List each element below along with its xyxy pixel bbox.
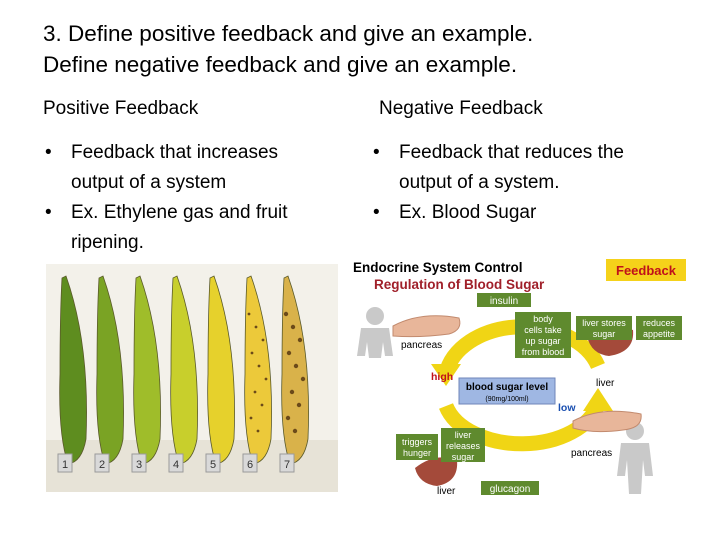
reduces-appetite-box [636,316,682,340]
body-cells-line-4: from blood [522,347,565,357]
blood-sugar-level-box [458,377,556,405]
banana-spot [250,351,254,355]
negative-bullet-example: Ex. Blood Sugar [371,198,681,228]
banana-tag-number: 4 [173,459,179,471]
low-label: low [558,402,576,414]
banana-tag-number: 7 [284,459,290,471]
banana-tag-number: 6 [247,459,253,471]
banana-spot [249,416,253,420]
banana-spot [297,337,303,343]
body-cells-line-2: cells take [524,325,562,335]
liver-label-right: liver [596,378,615,389]
triggers-line-1: triggers [402,437,433,447]
reduces-line-2: appetite [643,329,675,339]
banana-tag [94,453,110,473]
banana-spot [283,311,289,317]
liver-stores-line-1: liver stores [582,318,626,328]
positive-bullets: Feedback that increases output of a syst… [43,138,333,258]
banana-spot [264,377,268,381]
banana-tag [131,453,147,473]
body-cells-box [515,312,571,358]
banana-spot [292,428,298,434]
banana-spot [296,402,302,408]
pancreas-icon-top [392,315,461,338]
banana-spot [293,363,299,369]
banana-tag [279,453,295,473]
banana-spot [254,325,258,329]
body-cells-line-1: body [533,314,553,324]
positive-bullet-example: Ex. Ethylene gas and fruit ripening. [43,198,333,258]
banana-spot [260,403,264,407]
banana-tag [242,453,258,473]
pancreas-label-bottom: pancreas [571,448,612,459]
title-line-2: Define negative feedback and give an exa… [43,52,518,77]
glucagon-label: glucagon [490,484,531,495]
banana-spot [286,350,292,356]
banana-tag [168,453,184,473]
banana-tag [57,453,73,473]
body-cells-line-3: up sugar [525,336,560,346]
banana-spot [247,312,251,316]
banana-spot [253,390,257,394]
liver-releases-line-3: sugar [452,452,475,462]
title-line-1: 3. Define positive feedback and give an … [43,21,534,46]
lower-arrow-head [583,388,613,411]
feedback-badge [606,259,686,281]
liver-label-bottom: liver [437,486,456,497]
insulin-box [477,293,531,307]
negative-bullet-definition: Feedback that reduces the output of a sy… [371,138,681,198]
banana-spot [300,376,306,382]
banana-spot [290,324,296,330]
negative-heading: Negative Feedback [379,98,543,119]
reduces-line-1: reduces [643,318,676,328]
high-label: high [431,371,453,383]
glucagon-box [481,481,539,495]
insulin-label: insulin [490,296,518,307]
banana-tag-number: 5 [210,459,216,471]
pancreas-label-top: pancreas [401,340,442,351]
banana-spot [289,389,295,395]
banana-spot [261,338,265,342]
banana-tag-number: 2 [99,459,105,471]
person-silhouette-left [357,307,393,358]
diagram-subtitle: Regulation of Blood Sugar [374,277,545,292]
pancreas-icon-bottom [572,410,642,433]
banana-tag-number: 3 [136,459,142,471]
negative-bullets: Feedback that reduces the output of a sy… [371,138,681,228]
upper-arrow-head [431,364,461,386]
liver-stores-box [576,316,632,340]
blood-sugar-level-label: blood sugar level [466,382,548,393]
banana-spot [257,364,261,368]
slide-title: 3. Define positive feedback and give an … [43,18,703,80]
blood-sugar-diagram: Endocrine System Control Regulation of B… [353,259,686,497]
banana-tag-number: 1 [62,459,68,471]
feedback-badge-label: Feedback [616,263,677,278]
banana-spot [256,429,260,433]
banana-tag [205,453,221,473]
blood-sugar-level-value: (90mg/100ml) [485,396,528,403]
triggers-hunger-box [396,434,438,460]
positive-bullet-definition: Feedback that increases output of a syst… [43,138,333,198]
positive-heading: Positive Feedback [43,98,199,119]
banana-number-tags: 1 2 3 4 5 6 7 [57,453,295,473]
liver-releases-line-2: releases [446,441,481,451]
liver-releases-line-1: liver [455,430,472,440]
liver-releases-box [441,428,485,462]
person-silhouette-right [617,422,653,494]
liver-stores-line-2: sugar [593,329,616,339]
liver-icon-bottom [415,457,458,486]
banana-spot [285,415,291,421]
triggers-line-2: hunger [403,448,431,458]
diagram-title: Endocrine System Control [353,260,523,275]
banana-ripening-image: 1 2 3 4 5 6 7 [46,264,338,492]
